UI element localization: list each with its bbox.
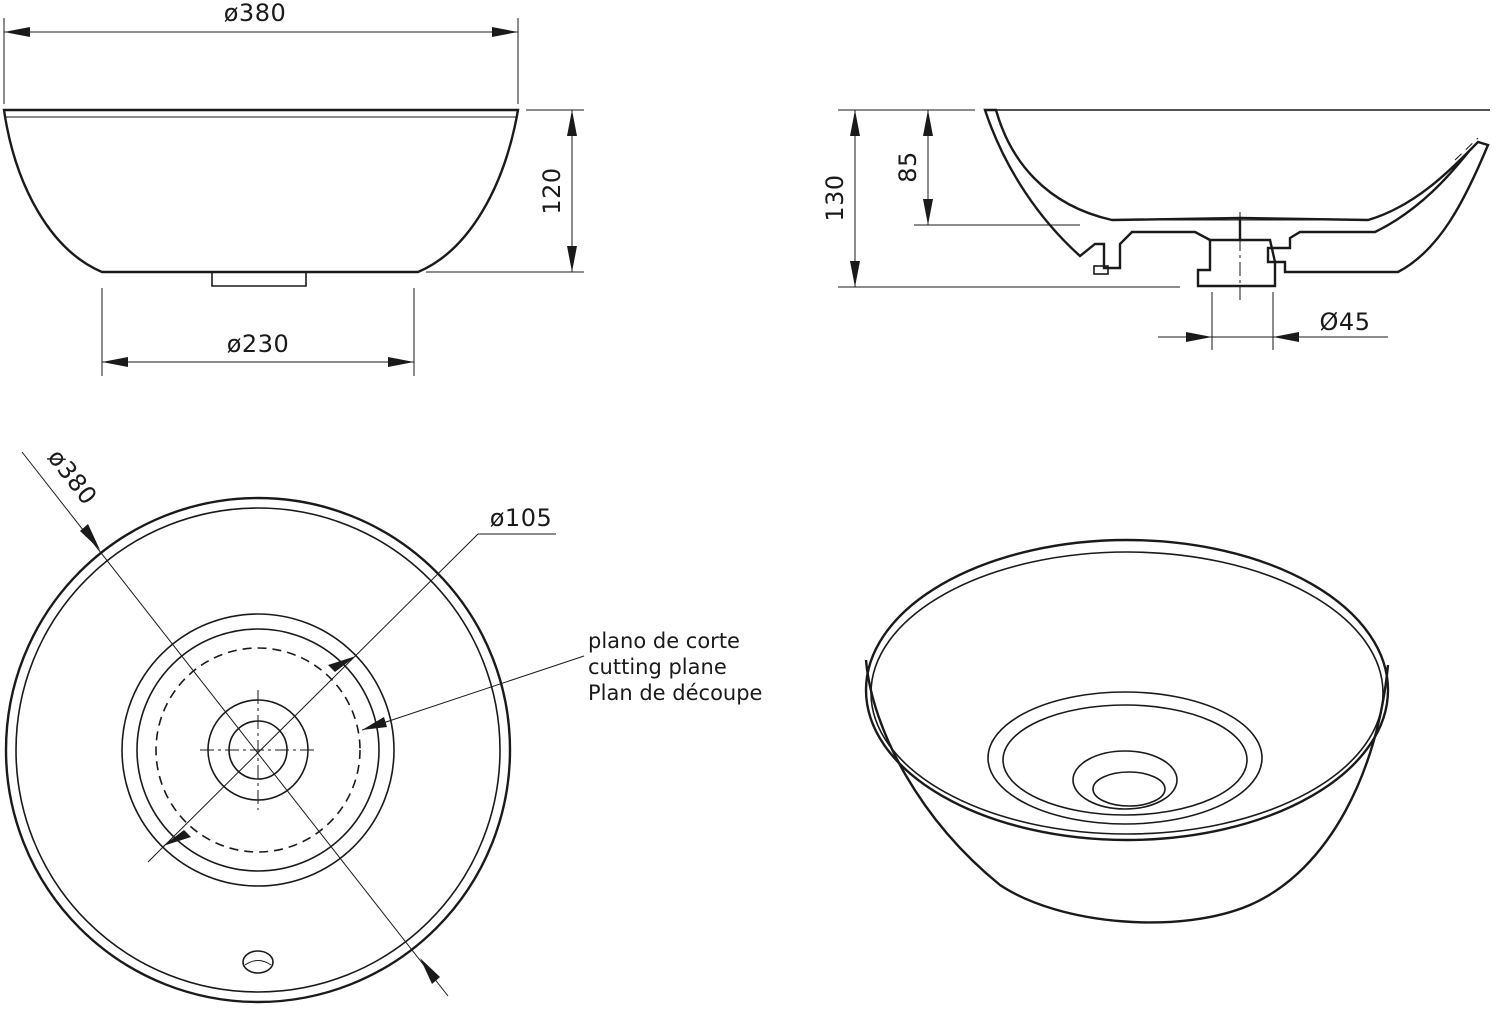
dimension-height: 120 <box>426 109 584 273</box>
perspective-drain-inner <box>1092 771 1166 807</box>
perspective-basin-floor-outer <box>987 691 1263 825</box>
plan-basin-floor-inner <box>136 628 380 872</box>
dimension-base-diameter-label: ø230 <box>227 330 290 358</box>
dimension-plan-base-diameter: ø105 <box>147 504 556 863</box>
dimension-top-diameter: ø380 <box>3 0 519 104</box>
plan-inner-rim <box>15 507 501 993</box>
side-bowl-outline <box>2 108 520 274</box>
dimension-height-label: 120 <box>538 167 566 214</box>
dimension-total-height: 130 <box>821 109 1180 288</box>
plan-cutting-plane-circle <box>155 647 361 853</box>
plan-view: ø380 ø105 plano de corte cutting plane P… <box>4 444 762 1004</box>
dimension-plan-base-diameter-label: ø105 <box>490 504 553 532</box>
dimension-total-height-label: 130 <box>821 174 849 221</box>
side-drain-stub <box>211 272 307 287</box>
plan-overflow-hole <box>242 950 274 974</box>
perspective-basin-floor-inner <box>1002 704 1248 816</box>
perspective-view <box>864 538 1390 924</box>
side-elevation-view: ø380 120 ø230 <box>2 0 584 376</box>
perspective-rim-outer <box>864 538 1390 842</box>
dimension-base-diameter: ø230 <box>101 288 415 376</box>
cutting-plane-leader <box>361 655 585 731</box>
plan-basin-floor-outer <box>121 613 395 887</box>
dimension-plan-outer-diameter-label: ø380 <box>42 444 103 510</box>
dimension-inner-depth-label: 85 <box>894 151 922 183</box>
section-right-wall <box>1239 140 1490 274</box>
dimension-drain-diameter: Ø45 <box>1158 292 1388 350</box>
cutting-plane-label-fr: Plan de découpe <box>588 681 762 705</box>
section-left-wall <box>983 108 1242 270</box>
plan-overflow-hole-inner <box>244 960 272 966</box>
perspective-bowl-body <box>864 659 1390 924</box>
dimension-top-diameter-label: ø380 <box>224 0 287 27</box>
section-view: 130 85 Ø45 <box>821 108 1490 350</box>
cutting-plane-label-es: plano de corte <box>588 629 740 653</box>
dimension-drain-diameter-label: Ø45 <box>1320 308 1371 336</box>
dimension-inner-depth: 85 <box>894 110 1080 226</box>
cutting-plane-label-en: cutting plane <box>588 655 727 679</box>
perspective-rim-inner <box>870 551 1384 835</box>
section-overflow-channel <box>1454 137 1479 161</box>
section-foot-block <box>1093 265 1109 275</box>
perspective-drain-outer <box>1072 750 1178 810</box>
plan-outer-rim <box>4 496 512 1004</box>
